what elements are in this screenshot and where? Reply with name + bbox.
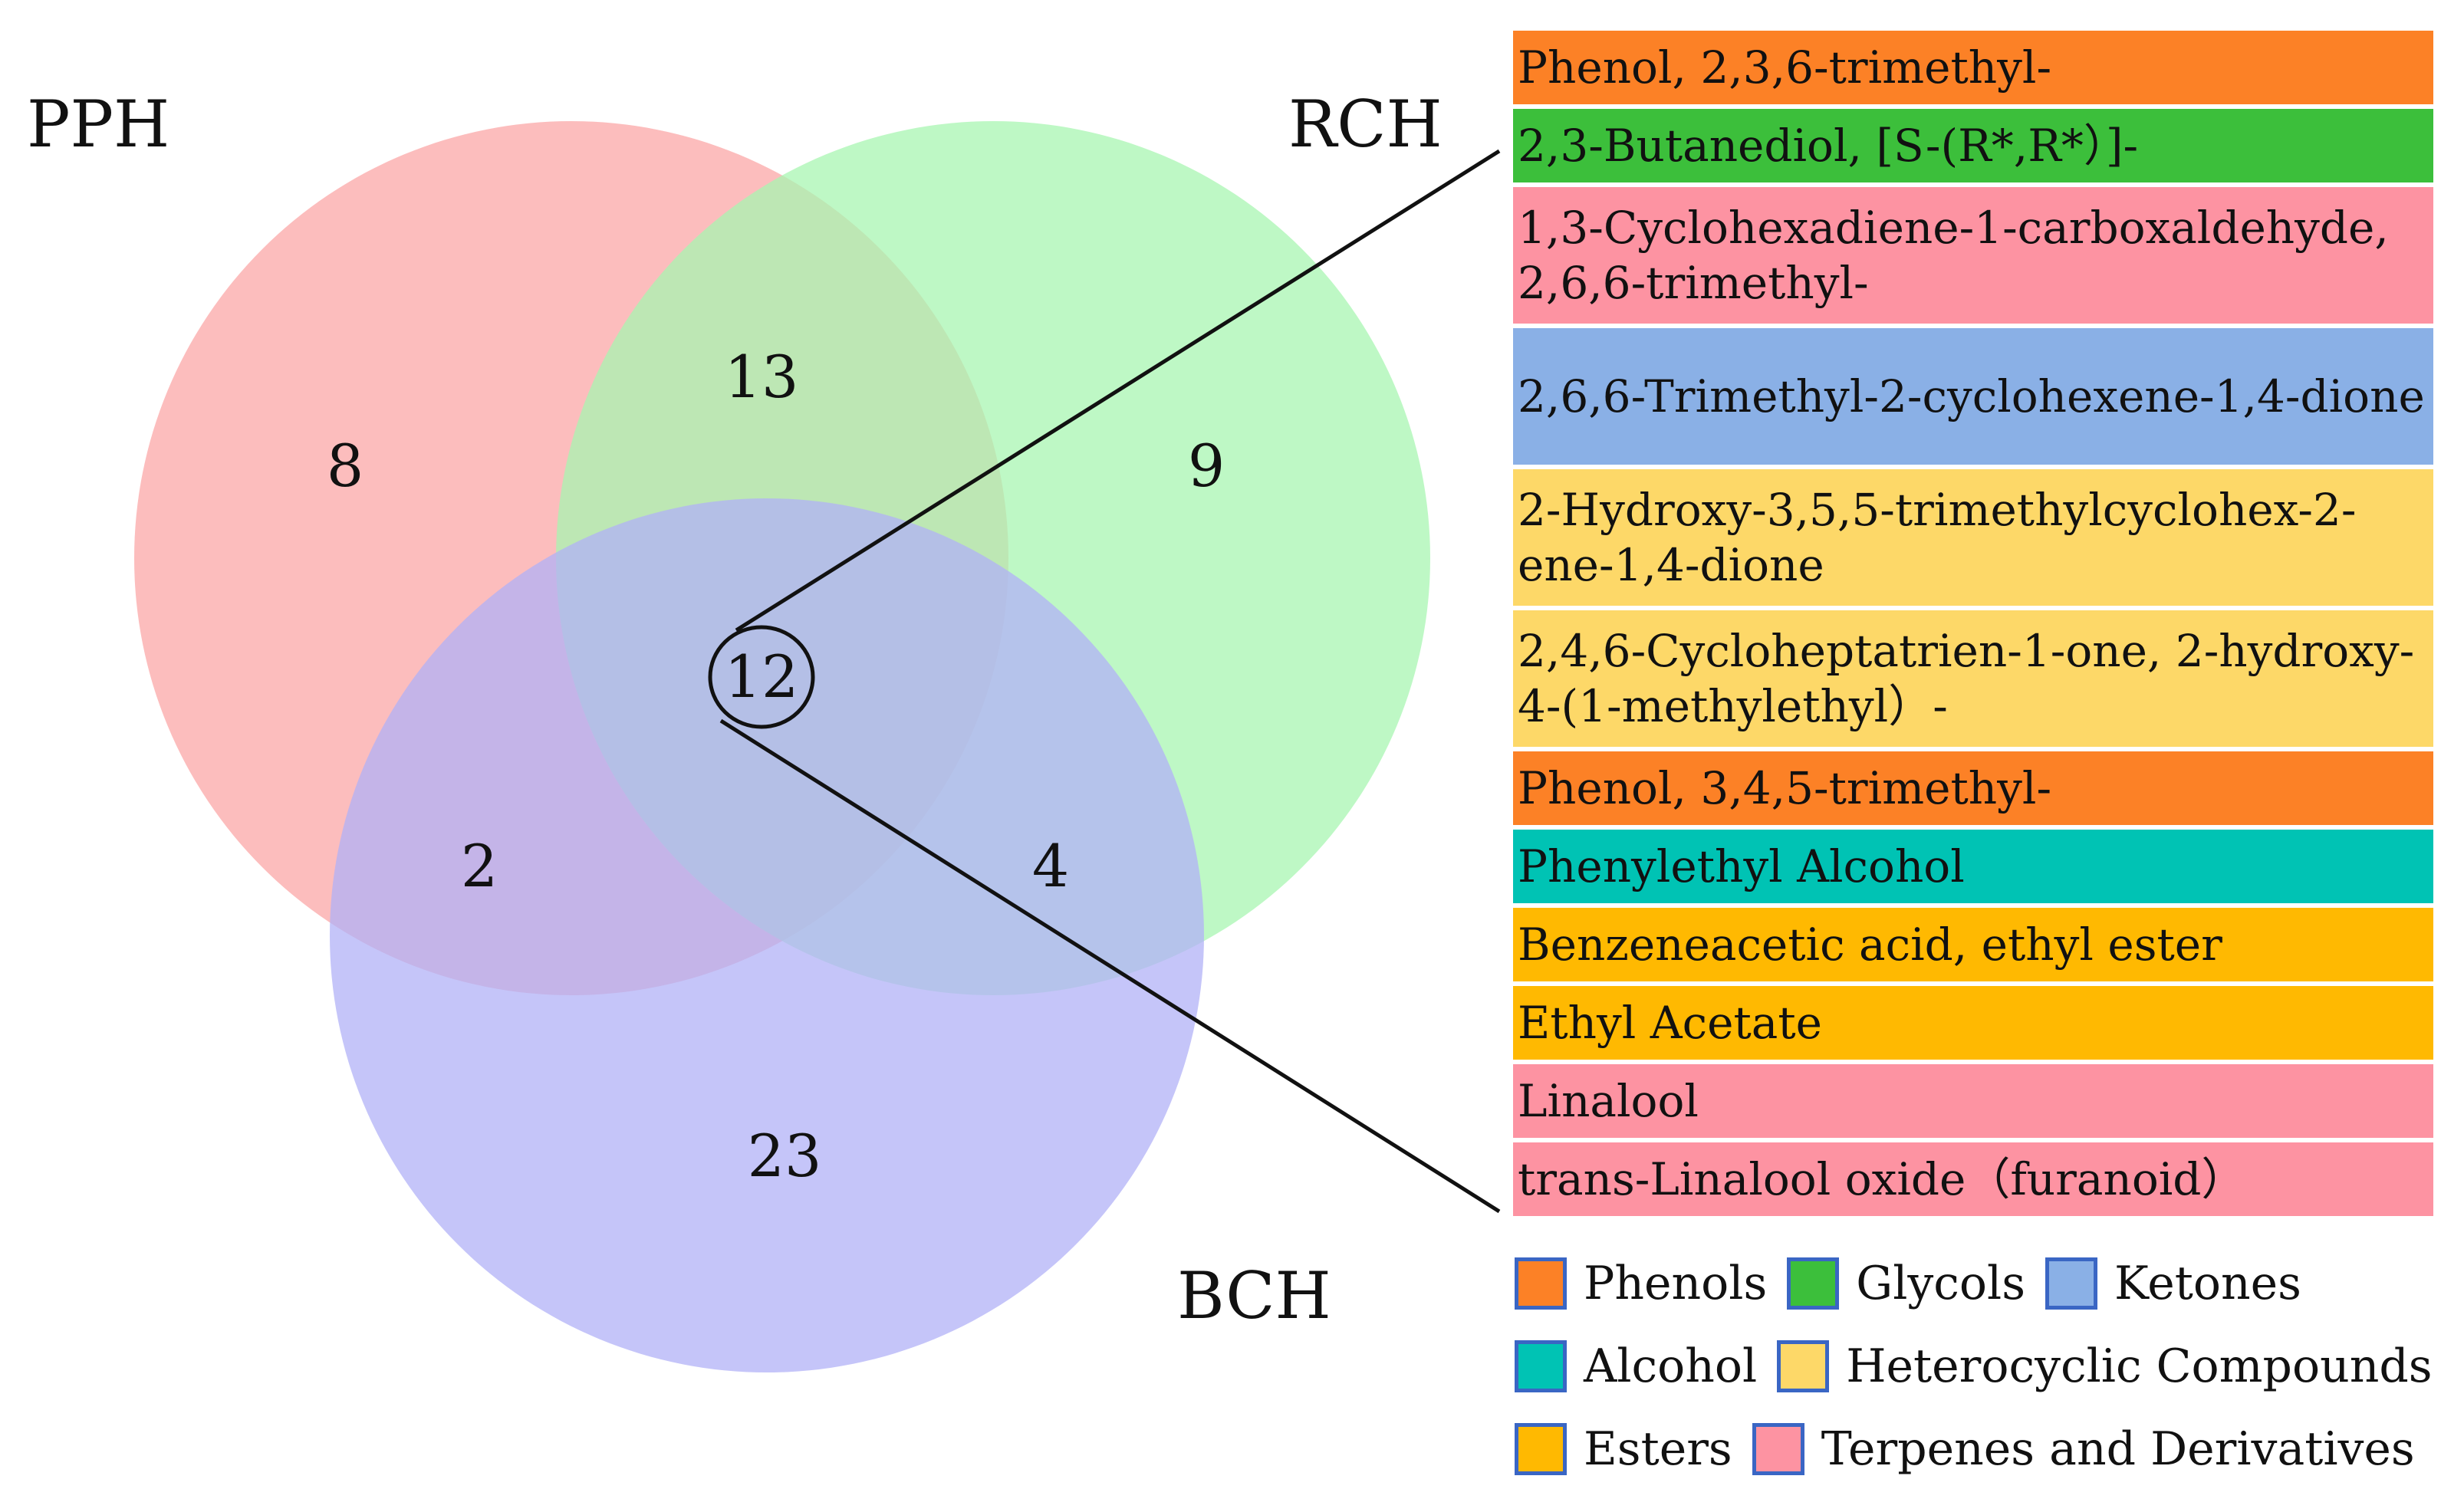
legend-row: Phenols Glycols Ketones bbox=[1515, 1242, 2458, 1325]
compound-name: Linalool bbox=[1518, 1075, 1699, 1127]
compound-name: 2-Hydroxy-3,5,5-trimethylcyclohex-2- bbox=[1518, 484, 2357, 536]
compound-row: 1,3-Cyclohexadiene-1-carboxaldehyde,2,6,… bbox=[1513, 187, 2433, 324]
legend-label: Esters bbox=[1584, 1422, 1732, 1476]
legend-swatch bbox=[1752, 1423, 1804, 1475]
set-label-rch: RCH bbox=[1288, 87, 1443, 162]
legend-label: Ketones bbox=[2114, 1257, 2301, 1310]
legend-item-glycols: Glycols bbox=[1787, 1257, 2025, 1310]
compound-name: 2,3-Butanediol, [S-(R*,R*）]- bbox=[1518, 120, 2139, 172]
legend-row: Esters Terpenes and Derivatives bbox=[1515, 1408, 2458, 1491]
legend-item-terpenes: Terpenes and Derivatives bbox=[1752, 1423, 2415, 1475]
compound-name: 1,3-Cyclohexadiene-1-carboxaldehyde, bbox=[1518, 202, 2389, 254]
compound-name: trans-Linalool oxide（furanoid） bbox=[1518, 1153, 2246, 1205]
compound-name: Benzeneacetic acid, ethyl ester bbox=[1518, 919, 2222, 971]
compound-row: Phenol, 2,3,6-trimethyl- bbox=[1513, 31, 2433, 104]
legend-item-alcohol: Alcohol bbox=[1515, 1340, 1757, 1392]
legend-item-phenols: Phenols bbox=[1515, 1257, 1767, 1310]
legend-swatch bbox=[1515, 1340, 1567, 1392]
callout-line-bottom bbox=[719, 718, 1501, 1214]
compound-name: Phenol, 2,3,6-trimethyl- bbox=[1518, 41, 2052, 94]
compound-row: Linalool bbox=[1513, 1064, 2433, 1138]
legend-swatch bbox=[1515, 1257, 1567, 1310]
compound-row: Benzeneacetic acid, ethyl ester bbox=[1513, 908, 2433, 981]
count-pph-bch: 2 bbox=[460, 832, 498, 900]
venn-diagram bbox=[134, 121, 1501, 1372]
compound-name: 2,6,6-Trimethyl-2-cyclohexene-1,4-dione bbox=[1518, 370, 2425, 422]
compound-row: 2,6,6-Trimethyl-2-cyclohexene-1,4-dione bbox=[1513, 328, 2433, 465]
venn-circle-bch bbox=[330, 498, 1204, 1372]
compound-name: Ethyl Acetate bbox=[1518, 997, 1822, 1049]
compound-row: trans-Linalool oxide（furanoid） bbox=[1513, 1142, 2433, 1216]
compound-table: Phenol, 2,3,6-trimethyl- 2,3-Butanediol,… bbox=[1513, 31, 2433, 1221]
legend-swatch bbox=[1515, 1423, 1567, 1475]
legend-item-heterocyclic: Heterocyclic Compounds bbox=[1777, 1339, 2433, 1393]
compound-row: 2,4,6-Cycloheptatrien-1-one, 2-hydroxy-4… bbox=[1513, 610, 2433, 747]
legend-label: Glycols bbox=[1856, 1257, 2026, 1310]
compound-name-cont: 2,6,6-trimethyl- bbox=[1518, 257, 1869, 309]
compound-name: Phenylethyl Alcohol bbox=[1518, 840, 1965, 892]
count-pph-rch: 13 bbox=[724, 343, 799, 411]
legend-swatch bbox=[1777, 1340, 1830, 1392]
compound-name: 2,4,6-Cycloheptatrien-1-one, 2-hydroxy- bbox=[1518, 625, 2415, 677]
compound-row: Phenol, 3,4,5-trimethyl- bbox=[1513, 751, 2433, 825]
set-label-bch: BCH bbox=[1177, 1258, 1331, 1333]
set-label-pph: PPH bbox=[27, 87, 170, 162]
legend-label: Terpenes and Derivatives bbox=[1821, 1422, 2415, 1476]
compound-row: Ethyl Acetate bbox=[1513, 986, 2433, 1060]
legend-label: Phenols bbox=[1584, 1257, 1768, 1310]
compound-name-cont: ene-1,4-dione bbox=[1518, 539, 1824, 591]
compound-name-cont: 4-(1-methylethyl）- bbox=[1518, 680, 1948, 732]
legend-item-ketones: Ketones bbox=[2045, 1257, 2301, 1310]
legend-swatch bbox=[1787, 1257, 1840, 1310]
legend-label: Alcohol bbox=[1584, 1339, 1758, 1393]
compound-row: 2-Hydroxy-3,5,5-trimethylcyclohex-2-ene-… bbox=[1513, 469, 2433, 606]
category-legend: Phenols Glycols Ketones Alcohol Heterocy… bbox=[1515, 1242, 2458, 1491]
callout-line-top bbox=[735, 149, 1501, 633]
legend-item-esters: Esters bbox=[1515, 1423, 1732, 1475]
compound-row: Phenylethyl Alcohol bbox=[1513, 830, 2433, 903]
compound-row: 2,3-Butanediol, [S-(R*,R*）]- bbox=[1513, 109, 2433, 182]
count-rch-bch: 4 bbox=[1031, 832, 1070, 900]
count-all-three: 12 bbox=[724, 643, 799, 711]
count-pph-only: 8 bbox=[326, 432, 364, 500]
legend-label: Heterocyclic Compounds bbox=[1846, 1339, 2433, 1393]
compound-name: Phenol, 3,4,5-trimethyl- bbox=[1518, 762, 2052, 814]
count-bch-only: 23 bbox=[747, 1122, 822, 1190]
count-rch-only: 9 bbox=[1187, 432, 1225, 500]
legend-row: Alcohol Heterocyclic Compounds bbox=[1515, 1325, 2458, 1408]
legend-swatch bbox=[2045, 1257, 2098, 1310]
highlight-ellipse bbox=[708, 625, 815, 729]
